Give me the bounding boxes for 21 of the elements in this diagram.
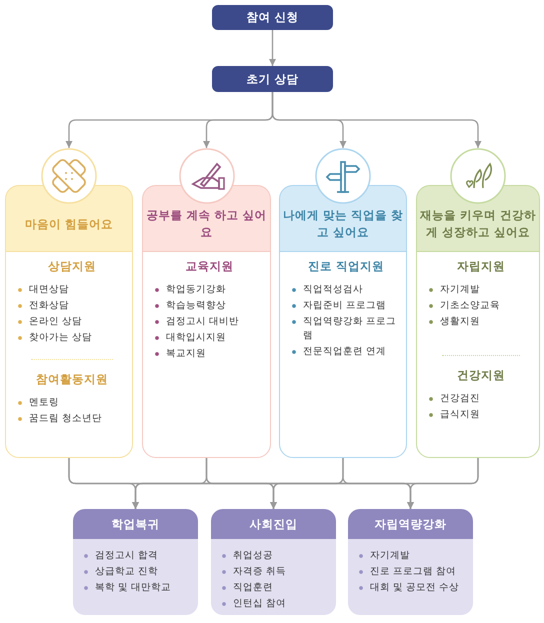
card-heading: 재능을 키우며 건강하게 성장하고 싶어요: [420, 207, 536, 241]
card-heading: 학업복귀: [110, 516, 160, 532]
arrow: [269, 30, 276, 66]
outcome-card: [73, 509, 198, 615]
card-heading: 마음이 힘들어요: [24, 216, 114, 232]
outcome-card: [348, 509, 473, 615]
card-heading: 자립역량강화: [374, 516, 448, 532]
card-heading: 사회진입: [248, 516, 298, 532]
section-title: 참여활동지원: [35, 372, 109, 387]
arrow: [407, 458, 479, 509]
arrow: [272, 92, 482, 148]
process-box: 참여 신청: [212, 5, 333, 30]
section-title: 자립지원: [456, 259, 506, 274]
process-box: 초기 상담: [212, 66, 333, 92]
outcome-card: [211, 509, 336, 615]
section-title: 상담지원: [47, 259, 97, 274]
section-title: 진로 직업지원: [306, 259, 385, 274]
card-heading: 나에게 맞는 직업을 찾고 싶어요: [283, 207, 403, 241]
section-title: 교육지원: [184, 259, 234, 274]
card-heading: 공부를 계속 하고 싶어요: [146, 207, 267, 241]
section-title: 건강지원: [456, 368, 506, 383]
